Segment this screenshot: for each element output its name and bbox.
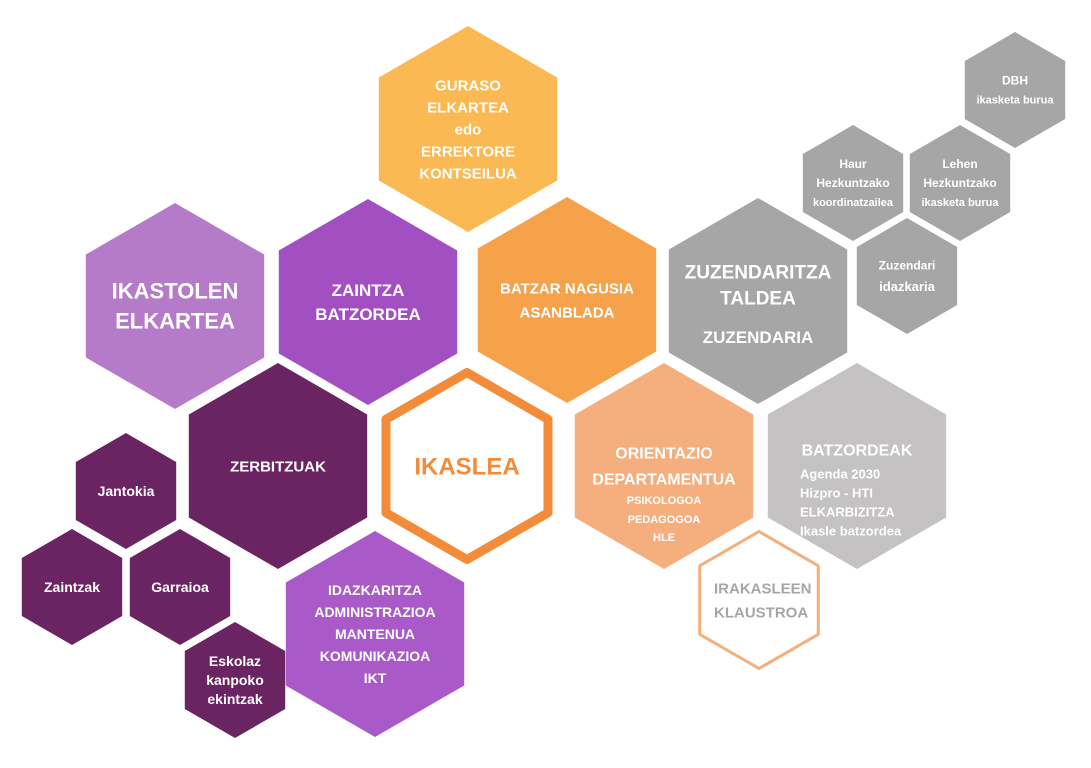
hexagon-label-orientazio-departamentua-line-2: DEPARTAMENTUA	[592, 472, 736, 489]
hexagon-shape-guraso-elkartea	[378, 26, 558, 232]
hexagon-label-orientazio-departamentua-line-5: HLE	[653, 532, 675, 544]
hexagon-shape-zaintza-batzordea	[278, 199, 458, 405]
hexagon-label-zaintzak-line-1: Zaintzak	[44, 579, 100, 595]
hexagon-shape-ikaslea	[381, 368, 553, 564]
hexagon-label-lehen-hezkuntzako-line-1: Lehen	[942, 157, 977, 171]
hexagon-shape-idazkaritza	[285, 531, 465, 737]
hexagon-idazkaritza: IDAZKARITZA ADMINISTRAZIOA MANTENUA KOMUNIK…	[285, 531, 465, 737]
hexagon-zerbitzuak: ZERBITZUAK	[188, 363, 368, 569]
hexagon-label-batzordeak-line-2: Agenda 2030	[800, 467, 880, 482]
hexagon-shape-haur-hezkuntzako	[802, 125, 904, 241]
hexagon-label-haur-hezkuntzako-line-1: Haur	[839, 157, 867, 171]
hexagon-label-zuzendaritza-taldea-line-1: ZUZENDARITZA	[685, 263, 832, 284]
hexagon-dbh: DBH ikasketa burua	[964, 32, 1066, 148]
hexagon-label-guraso-elkartea-line-5: KONTSEILUA	[419, 165, 517, 182]
hexagon-label-guraso-elkartea-line-3: edo	[455, 121, 482, 138]
hexagon-label-dbh-line-2: ikasketa burua	[976, 94, 1054, 106]
hexagon-shape-lehen-hezkuntzako	[909, 125, 1011, 241]
hexagon-label-orientazio-departamentua-line-3: PSIKOLOGOA	[627, 495, 702, 507]
hexagon-label-lehen-hezkuntzako-line-2: Hezkuntzako	[923, 176, 996, 190]
hexagon-label-orientazio-departamentua-line-1: ORIENTAZIO	[615, 446, 712, 463]
hexagon-label-zuzendari-idazkaria-line-1: Zuzendari	[879, 259, 936, 273]
hexagon-shape-zerbitzuak	[188, 363, 368, 569]
hexagon-shape-zuzendari-idazkaria	[856, 218, 958, 334]
hexagon-label-zaintza-batzordea-line-2: BATZORDEA	[315, 305, 420, 324]
hexagon-garraioa: Garraioa	[129, 529, 231, 645]
hexagon-label-idazkaritza-line-1: IDAZKARITZA	[328, 582, 422, 598]
hexagon-label-lehen-hezkuntzako-line-3: ikasketa burua	[921, 197, 999, 209]
hexagon-label-eskolaz-kanpoko-line-3: ekintzak	[207, 691, 262, 707]
hexagon-jantokia: Jantokia	[75, 433, 177, 549]
hexagon-eskolaz-kanpoko: Eskolaz kanpoko ekintzak	[184, 622, 286, 738]
hexagon-label-ikaslea-line-1: IKASLEA	[414, 453, 519, 480]
hexagon-label-idazkaritza-line-4: KOMUNIKAZIOA	[320, 648, 430, 664]
hexagon-ikastolen-elkartea: IKASTOLEN ELKARTEA	[85, 203, 265, 409]
hexagon-label-zerbitzuak-line-1: ZERBITZUAK	[230, 458, 326, 475]
hexagon-shape-ikastolen-elkartea	[85, 203, 265, 409]
hexagon-label-idazkaritza-line-5: IKT	[364, 670, 387, 686]
hexagon-label-zuzendari-idazkaria-line-2: idazkaria	[879, 279, 935, 294]
hexagon-label-idazkaritza-line-3: MANTENUA	[335, 626, 415, 642]
hexagon-label-ikastolen-elkartea-line-2: ELKARTEA	[115, 309, 235, 334]
hexagon-label-haur-hezkuntzako-line-2: Hezkuntzako	[816, 176, 889, 190]
hexagon-label-guraso-elkartea-line-2: ELKARTEA	[427, 99, 509, 116]
hexagon-label-guraso-elkartea-line-4: ERREKTORE	[421, 143, 515, 160]
hexagon-label-batzordeak-line-1: BATZORDEAK	[802, 443, 913, 460]
hexagon-zuzendaritza-taldea: ZUZENDARITZA TALDEA ZUZENDARIA	[668, 198, 848, 404]
hexagon-label-irakasleen-klaustroa-line-2: KLAUSTROA	[714, 604, 808, 621]
hexagon-label-batzordeak-line-4: ELKARBIZITZA	[800, 505, 895, 520]
hexagon-label-dbh-line-1: DBH	[1002, 74, 1028, 88]
hexagon-orientazio-departamentua: ORIENTAZIO DEPARTAMENTUA PSIKOLOGOA PEDAGOG…	[574, 363, 754, 569]
hexagon-zaintza-batzordea: ZAINTZA BATZORDEA	[278, 199, 458, 405]
hexagon-label-ikastolen-elkartea-line-1: IKASTOLEN	[112, 279, 239, 304]
hexagon-shape-jantokia	[75, 433, 177, 549]
hexagon-shape-zuzendaritza-taldea	[668, 198, 848, 404]
hexagon-shape-zaintzak	[21, 529, 123, 645]
hexagon-label-orientazio-departamentua-line-4: PEDAGOGOA	[628, 514, 701, 526]
hexagon-batzar-nagusia: BATZAR NAGUSIA ASANBLADA	[477, 197, 657, 403]
hexagon-label-haur-hezkuntzako-line-3: koordinatzailea	[813, 197, 894, 209]
hexagon-irakasleen-klaustroa: IRAKASLEEN KLAUSTROA	[698, 530, 820, 670]
hexagon-label-guraso-elkartea-line-1: GURASO	[435, 77, 501, 94]
hexagon-label-jantokia-line-1: Jantokia	[98, 483, 155, 499]
hexagon-label-garraioa-line-1: Garraioa	[151, 579, 209, 595]
hexagon-label-batzar-nagusia-line-2: ASANBLADA	[520, 304, 615, 321]
hexagon-ikaslea: IKASLEA	[381, 368, 553, 564]
hexagon-label-irakasleen-klaustroa-line-1: IRAKASLEEN	[714, 580, 812, 597]
hexagon-shape-irakasleen-klaustroa	[698, 530, 820, 670]
hexagon-label-zuzendaritza-taldea-line-2: TALDEA	[720, 289, 796, 310]
hexagon-label-eskolaz-kanpoko-line-2: kanpoko	[206, 672, 264, 688]
hexagon-shape-dbh	[964, 32, 1066, 148]
hexagon-label-batzordeak-line-3: Hizpro - HTI	[800, 486, 873, 501]
hexagon-zuzendari-idazkaria: Zuzendari idazkaria	[856, 218, 958, 334]
hexagon-shape-batzordeak	[767, 363, 947, 569]
hexagon-label-batzordeak-line-5: Ikasle batzordea	[800, 524, 902, 539]
hexagon-label-zuzendaritza-taldea-line-4: ZUZENDARIA	[703, 328, 814, 347]
hexagon-label-zaintza-batzordea-line-1: ZAINTZA	[332, 281, 405, 300]
hexagon-zaintzak: Zaintzak	[21, 529, 123, 645]
hexagon-label-batzar-nagusia-line-1: BATZAR NAGUSIA	[500, 280, 634, 297]
hexagon-label-eskolaz-kanpoko-line-1: Eskolaz	[209, 653, 261, 669]
hexagon-shape-orientazio-departamentua	[574, 363, 754, 569]
hexagon-shape-eskolaz-kanpoko	[184, 622, 286, 738]
hexagon-shape-garraioa	[129, 529, 231, 645]
hexagon-shape-batzar-nagusia	[477, 197, 657, 403]
hexagon-label-idazkaritza-line-2: ADMINISTRAZIOA	[314, 604, 435, 620]
